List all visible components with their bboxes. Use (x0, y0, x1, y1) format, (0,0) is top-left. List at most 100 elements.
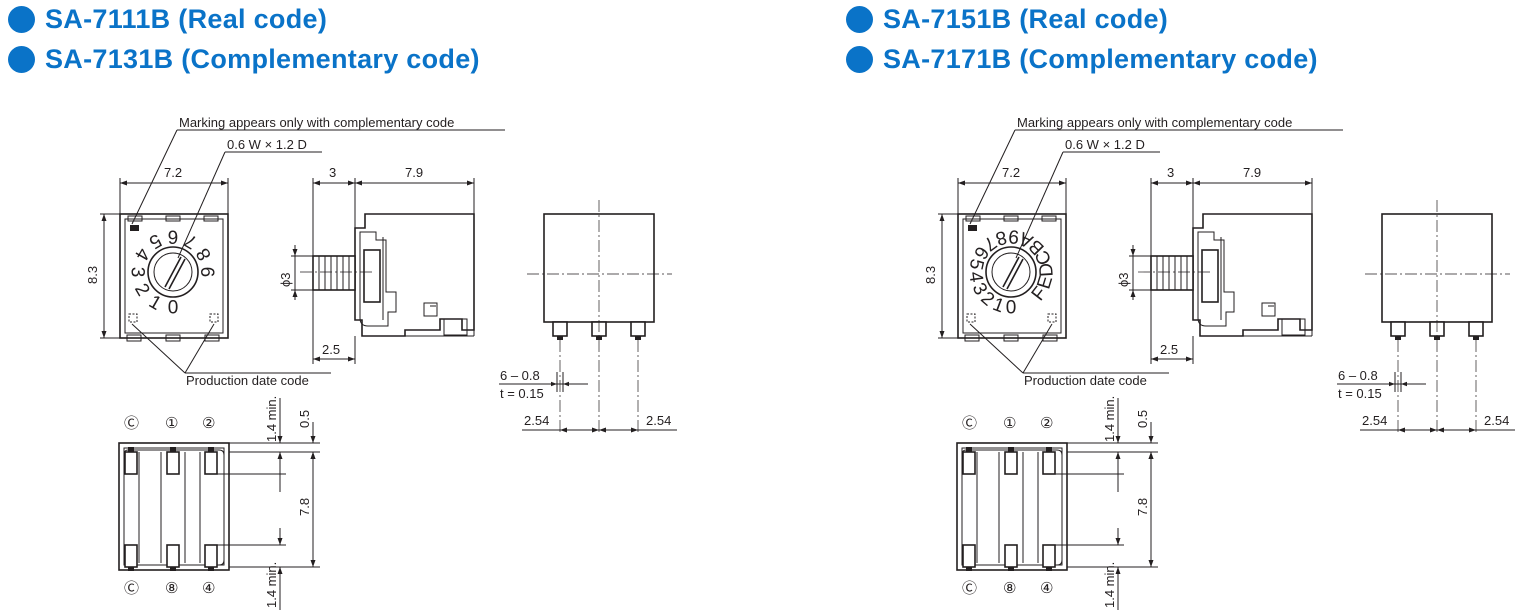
pin-label-top-common: Ⓒ (124, 415, 139, 432)
pin-dimension: 6 – 0.8 (500, 368, 540, 383)
rotor-slot (164, 256, 182, 288)
date-code-label: Production date code (186, 373, 309, 388)
bullet-icon (8, 5, 35, 33)
heading-complementary-code: SA-7171B (Complementary code) (846, 42, 1318, 76)
rotor-inner-ring (991, 252, 1031, 292)
date-code-mark-right (209, 313, 219, 323)
pin-dimension: 6 – 0.8 (1338, 368, 1378, 383)
dial-label: D (1036, 262, 1058, 277)
bottom-dimensions: 1.4 min. 0.5 7.8 1.4 min. (1055, 396, 1158, 610)
side-view-window (1201, 249, 1219, 303)
dial-label: 0 (168, 298, 179, 319)
heading-real-code: SA-7151B (Real code) (846, 2, 1168, 36)
rear-pin-left (1390, 321, 1406, 337)
rotor-outer-ring (147, 246, 199, 298)
terminal-top-common (124, 451, 138, 475)
marking-window (968, 225, 977, 231)
gap-dimension: 0.5 (1135, 410, 1150, 428)
heading-complementary-code: SA-7131B (Complementary code) (8, 42, 480, 76)
bottom-view: Ⓒ ① ② Ⓒ ⑧ ④ (118, 415, 230, 597)
pin-label-bottom-4: ④ (1040, 580, 1053, 597)
terminal-bottom-common (124, 544, 138, 568)
pin-label-bottom-4: ④ (202, 580, 215, 597)
side-dimension-b: 7.9 (405, 165, 423, 180)
marking-note: Marking appears only with complementary … (1017, 115, 1292, 130)
rear-view (527, 200, 672, 432)
terminal-bottom-8 (1004, 544, 1018, 568)
front-top-tab-right (1041, 215, 1057, 222)
side-dimensions: 3 7.9 ϕ3 2.5 (278, 165, 475, 364)
rear-pin-right (1468, 321, 1484, 337)
side-view (300, 213, 475, 337)
front-view-frame (124, 218, 224, 334)
pin-label-bottom-common: Ⓒ (962, 580, 977, 597)
bullet-icon (846, 45, 873, 73)
terminal-bottom-common (962, 544, 976, 568)
pin-label-top-common: Ⓒ (962, 415, 977, 432)
terminal-bottom-4 (1042, 544, 1056, 568)
window-dimension: 0.6 W × 1.2 D (227, 137, 307, 152)
rear-dimensions: 6 – 0.8 t = 0.15 2.54 2.54 (1337, 368, 1515, 433)
dial-label: 9 (199, 267, 220, 278)
bottom-view: Ⓒ ① ② Ⓒ ⑧ ④ (956, 415, 1068, 597)
side-view (1138, 213, 1313, 337)
height-dimension: 8.3 (923, 266, 938, 284)
front-bottom-tab-center (165, 334, 181, 342)
pin-label-bottom-8: ⑧ (1003, 580, 1016, 597)
rotor-slot (1006, 258, 1024, 290)
min-length-bottom: 1.4 min. (264, 562, 279, 608)
date-code-mark-left (128, 313, 138, 323)
height-dimension: 8.3 (85, 266, 100, 284)
pin-label-bottom-common: Ⓒ (124, 580, 139, 597)
span-dimension: 7.8 (297, 498, 312, 516)
dial-label: 0 (1006, 298, 1017, 319)
front-bottom-tab-left (126, 334, 142, 342)
dial-label: 6 (168, 226, 179, 247)
side-view-terminal (1261, 302, 1276, 317)
knob-shaft (1150, 255, 1194, 291)
dial-label: 5 (965, 257, 988, 272)
heading-complementary-code-text: SA-7131B (Complementary code) (45, 43, 480, 74)
terminal-top-2 (204, 451, 218, 475)
side-dimension-a: 3 (1167, 165, 1174, 180)
side-view-terminal (423, 302, 438, 317)
heading-real-code-text: SA-7111B (Real code) (45, 3, 328, 34)
date-code-label: Production date code (1024, 373, 1147, 388)
front-view-frame (962, 218, 1062, 334)
front-bottom-tab-right (1042, 334, 1058, 342)
pin-label-top-1: ① (1003, 415, 1016, 432)
front-top-tab-center (165, 215, 181, 222)
front-bottom-tab-right (204, 334, 220, 342)
heading-real-code-text: SA-7151B (Real code) (883, 3, 1169, 34)
date-code-mark-right (1047, 313, 1057, 323)
marking-annotation: Marking appears only with complementary … (969, 115, 1343, 259)
front-dimensions: 7.2 8.3 Production date code (923, 165, 1169, 388)
dial-label: 9 (1008, 225, 1020, 247)
terminal-top-2 (1042, 451, 1056, 475)
shaft-diameter: ϕ3 (1116, 272, 1131, 287)
terminal-top-1 (1004, 451, 1018, 475)
dial-label: E (1034, 273, 1058, 291)
front-top-tab-right (203, 215, 219, 222)
knob-shaft (312, 255, 356, 291)
pitch-dimension-left: 2.54 (1362, 413, 1387, 428)
right-panel: SA-7151B (Real code) SA-7171B (Complemen… (838, 0, 1516, 612)
rotor-inner-ring (153, 252, 193, 292)
pitch-dimension-left: 2.54 (524, 413, 549, 428)
shaft-diameter: ϕ3 (278, 272, 293, 287)
pitch-dimension-right: 2.54 (1484, 413, 1509, 428)
rear-view (1365, 200, 1510, 432)
bullet-icon (846, 5, 873, 33)
gap-dimension: 0.5 (297, 410, 312, 428)
terminal-top-1 (166, 451, 180, 475)
heading-real-code: SA-7111B (Real code) (8, 2, 327, 36)
width-dimension: 7.2 (164, 165, 182, 180)
min-length-bottom: 1.4 min. (1102, 562, 1117, 608)
rear-dimensions: 6 – 0.8 t = 0.15 2.54 2.54 (499, 368, 677, 433)
min-length-top: 1.4 min. (1102, 396, 1117, 442)
width-dimension: 7.2 (1002, 165, 1020, 180)
rear-pin-right (630, 321, 646, 337)
front-top-tab-center (1003, 215, 1019, 222)
offset-dimension: 2.5 (1160, 342, 1178, 357)
